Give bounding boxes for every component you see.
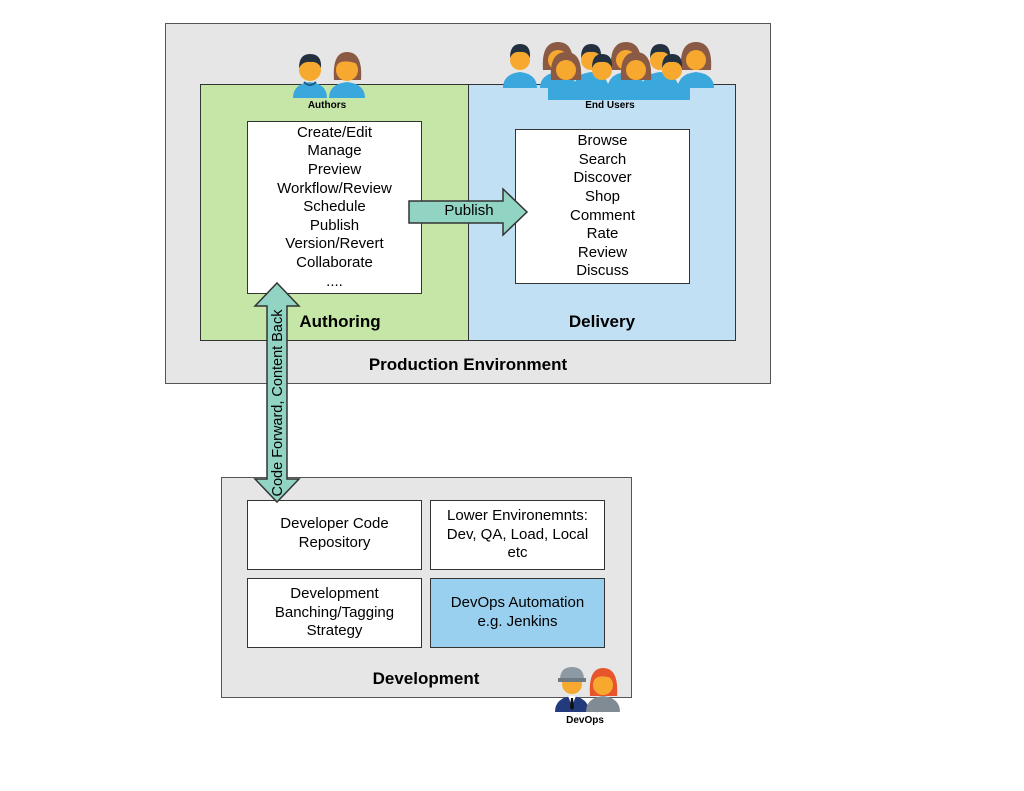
- delivery-features-box: Browse Search Discover Shop Comment Rate…: [515, 129, 690, 284]
- developer-code-repository-box: Developer Code Repository: [247, 500, 422, 570]
- feature-item: Manage: [307, 142, 362, 160]
- feature-item: Create/Edit: [296, 123, 373, 141]
- feature-item: Browse: [577, 132, 628, 150]
- feature-item: Version/Revert: [285, 235, 384, 253]
- delivery-title: Delivery: [568, 312, 636, 331]
- box-line: e.g. Jenkins: [477, 613, 558, 630]
- feature-item: Workflow/Review: [277, 179, 392, 197]
- author-male: [293, 54, 327, 98]
- author-female: [329, 52, 365, 98]
- publish-arrow: [408, 187, 529, 237]
- box-line: DevOps Automation: [450, 594, 585, 612]
- devops-engineer: [555, 667, 589, 712]
- code-forward-content-back-label: Code Forward, Content Back: [270, 309, 286, 497]
- code-forward-content-back-arrow: [253, 281, 301, 504]
- devops-label: DevOps: [566, 715, 604, 726]
- feature-item: Review: [577, 243, 628, 261]
- development-title: Development: [372, 669, 480, 688]
- end-users-crowd-icon: [503, 42, 714, 100]
- authors-people-icon: [293, 52, 365, 98]
- box-line: Strategy: [306, 622, 363, 640]
- box-line: Repository: [298, 533, 371, 551]
- box-line: Lower Environemnts:: [447, 507, 588, 525]
- publish-arrow-shape: [408, 187, 529, 237]
- feature-item: ....: [326, 272, 343, 290]
- authoring-title: Authoring: [299, 312, 381, 331]
- authoring-features-box: Create/Edit Manage Preview Workflow/Revi…: [247, 121, 422, 294]
- feature-item: Preview: [307, 161, 362, 179]
- feature-item: Discover: [573, 169, 632, 187]
- box-line: Development: [290, 585, 379, 603]
- feature-item: Shop: [584, 187, 621, 205]
- feature-item: Collaborate: [296, 253, 373, 271]
- devops-female: [586, 668, 620, 712]
- box-line: etc: [507, 544, 528, 562]
- double-arrow-shape: [253, 281, 301, 504]
- devops-automation-box: DevOps Automation e.g. Jenkins: [430, 578, 605, 648]
- feature-item: Schedule: [303, 198, 366, 216]
- production-environment-title: Production Environment: [368, 355, 568, 374]
- publish-arrow-label: Publish: [444, 202, 494, 219]
- feature-item: Rate: [586, 225, 619, 243]
- feature-item: Discuss: [576, 262, 629, 280]
- box-line: Banching/Tagging: [274, 603, 395, 621]
- branching-strategy-box: Development Banching/Tagging Strategy: [247, 578, 422, 648]
- box-line: Dev, QA, Load, Local: [446, 525, 589, 543]
- feature-item: Publish: [309, 216, 360, 234]
- lower-environments-box: Lower Environemnts: Dev, QA, Load, Local…: [430, 500, 605, 570]
- devops-people-icon: [555, 667, 620, 712]
- feature-item: Comment: [569, 206, 636, 224]
- feature-item: Search: [578, 150, 627, 168]
- end-users-label: End Users: [585, 100, 635, 111]
- authors-label: Authors: [307, 100, 347, 111]
- box-line: Developer Code: [280, 515, 389, 532]
